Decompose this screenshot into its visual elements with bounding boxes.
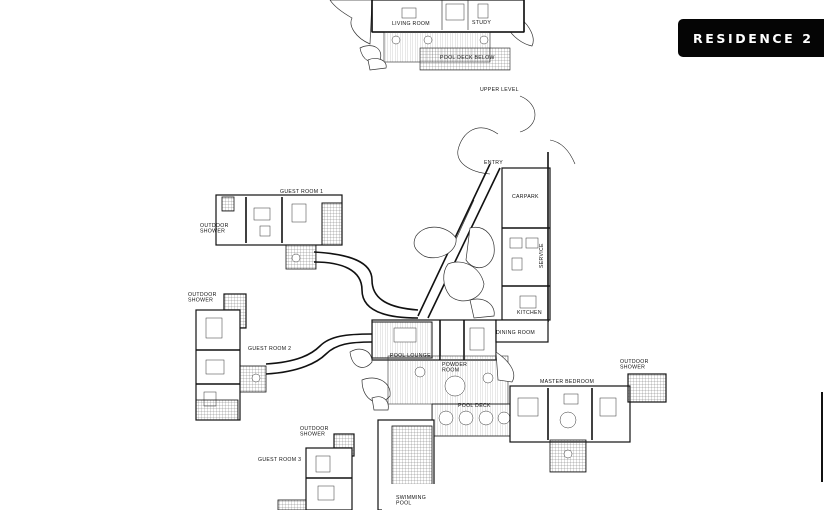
upper-building [329,0,534,71]
label-study: STUDY [472,20,491,26]
residence-badge-label: RESIDENCE 2 [693,30,814,46]
main-pavilion [349,319,549,510]
residence-badge: RESIDENCE 2 [678,19,824,57]
scroll-indicator[interactable] [821,392,823,482]
master-bedroom-wing [509,373,667,473]
label-kitchen: KITCHEN [517,310,542,316]
label-guest-room-3: GUEST ROOM 3 [258,457,301,463]
label-entry: ENTRY [484,160,503,166]
label-master-bedroom: MASTER BEDROOM [540,379,594,385]
label-pool-deck: POOL DECK [458,403,491,409]
label-pool-deck-below: POOL DECK BELOW [440,55,495,61]
label-pool-lounge: POOL LOUNGE [390,353,431,359]
label-upper-level: UPPER LEVEL [480,87,519,93]
label-carpark: CARPARK [512,194,539,200]
label-service: SERVICE [539,243,545,268]
label-dining-room: DINING ROOM [496,330,535,336]
guest-room-1 [215,194,419,319]
label-guest-room-1: GUEST ROOM 1 [280,189,323,195]
label-living-room: LIVING ROOM [392,21,430,27]
entry-wing [413,95,576,322]
label-guest-room-2: GUEST ROOM 2 [248,346,291,352]
guest-room-3 [277,433,355,510]
guest-room-2 [195,293,373,421]
